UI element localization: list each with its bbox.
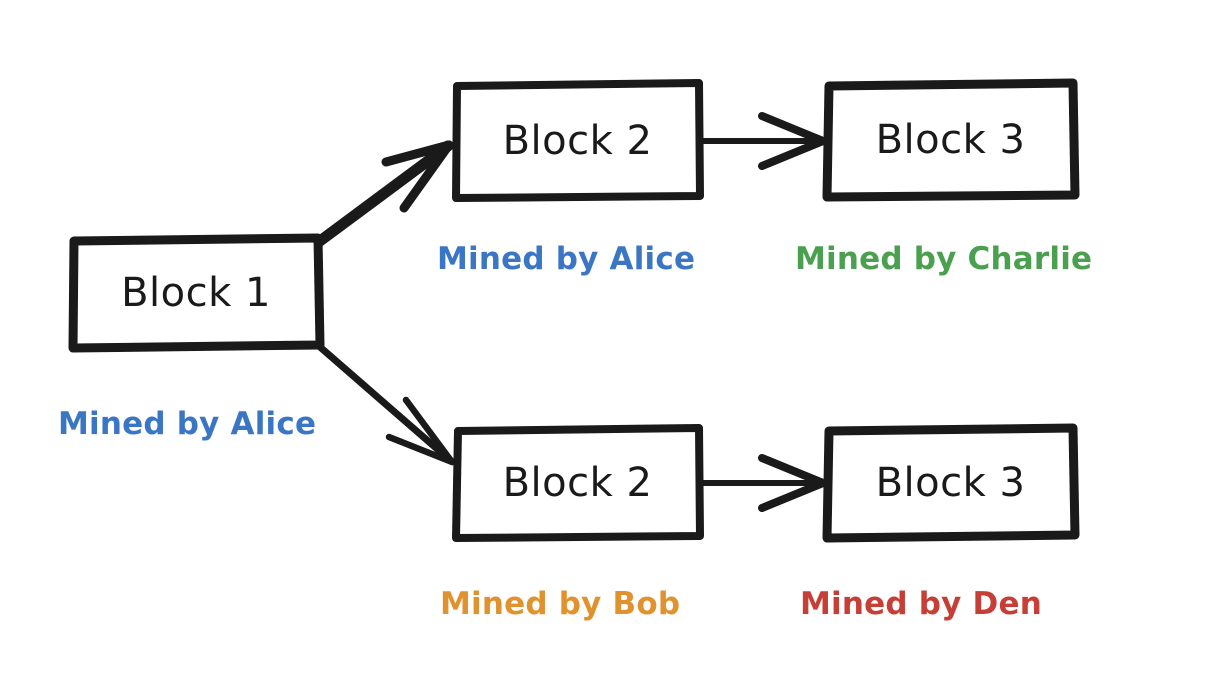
miner-label-block-3-top: Mined by Charlie — [795, 241, 1093, 277]
arrow-bottom-chain — [698, 454, 827, 512]
block-2-top-shape[interactable] — [452, 79, 704, 202]
arrow-fork-down — [316, 343, 456, 466]
arrow-fork-up-head-upper — [381, 140, 454, 167]
block-3-top-rect — [822, 78, 1080, 202]
arrow-top-chain — [698, 112, 827, 170]
arrow-fork-up-shaft — [314, 140, 454, 247]
arrow-fork-down-head-lower — [385, 433, 456, 466]
block-3-top-label: Block 3 — [875, 117, 1026, 163]
miner-label-block-3-bottom: Mined by Den — [800, 586, 1042, 622]
block-3-bottom-rect — [822, 423, 1080, 543]
block-2-top-rect — [452, 79, 704, 202]
block-2-bottom-label: Block 2 — [502, 460, 653, 506]
arrow-fork-down-shaft — [316, 343, 455, 465]
block-3-top-shape[interactable] — [822, 78, 1080, 202]
arrow-fork-down-head-upper — [402, 396, 456, 466]
block-2-bottom-rect — [452, 424, 704, 542]
block-3-bottom-shape[interactable] — [822, 423, 1080, 543]
arrow-top-chain-head — [758, 112, 827, 170]
arrow-bottom-chain-head — [758, 454, 827, 512]
miner-label-block-2-top: Mined by Alice — [437, 241, 696, 277]
block-1-label: Block 1 — [121, 270, 271, 316]
miner-label-block-2-bottom: Mined by Bob — [440, 586, 681, 622]
arrow-fork-up — [314, 140, 454, 247]
block-2-bottom-shape[interactable] — [452, 424, 704, 542]
block-2-top-label: Block 2 — [502, 117, 653, 164]
block-3-bottom-label: Block 3 — [875, 460, 1026, 506]
arrow-fork-up-head-lower — [399, 140, 454, 213]
miner-label-block-1: Mined by Alice — [58, 406, 317, 442]
